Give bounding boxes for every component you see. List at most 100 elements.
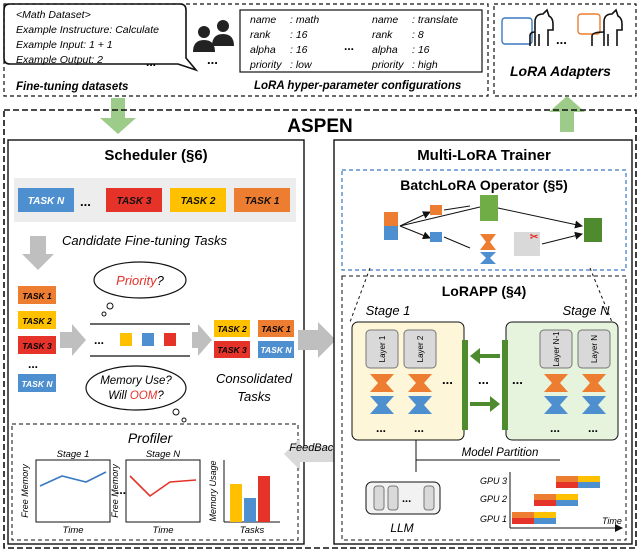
stagen-ellipsis-side: ... <box>512 372 523 387</box>
stage-arrow-left-top <box>470 348 500 364</box>
hp-left-val-2: : 16 <box>290 44 308 56</box>
lorapp-zoom-line-right <box>589 267 613 323</box>
hp-right-key-0: name <box>372 14 398 26</box>
lorapp-box <box>341 275 627 541</box>
memory-oom: OOM <box>130 390 158 402</box>
consolidated-task-n-label: TASK N <box>260 345 292 355</box>
stack-task-3: TASK 3 <box>18 336 56 354</box>
stage-between-ellipsis: ... <box>478 372 489 387</box>
adapter-ellipsis: ... <box>556 32 567 47</box>
stack-task-2-label: TASK 2 <box>22 316 52 326</box>
consolidated-label-2: Tasks <box>237 389 271 404</box>
stack-ellipsis: ... <box>28 357 38 371</box>
stage1-block: Layer 1 Layer 2 ... ... ... <box>351 321 468 441</box>
priority-q: ? <box>157 273 165 288</box>
llm-ellipsis: ... <box>402 493 411 505</box>
hp-left-key-1: rank <box>250 29 271 41</box>
hp-left-val-1: : 16 <box>290 29 308 41</box>
consolidated-label-1: Consolidated <box>216 371 293 386</box>
stack-task-n-label: TASK N <box>21 379 53 389</box>
stagen-layer-n1: Layer N-1 <box>552 331 561 367</box>
adapter-llama-icon-1 <box>501 8 554 46</box>
hp-right-val-2: : 16 <box>412 44 430 56</box>
users-icon <box>193 20 234 52</box>
gpu-time-label: Time <box>602 516 622 526</box>
hp-right-val-1: : 8 <box>412 29 424 41</box>
llm-block: ... LLM <box>365 481 441 535</box>
priority-word: Priority <box>116 273 158 288</box>
queue-item-yellow <box>120 333 132 346</box>
dataset-bubble: <Math Dataset> Example Instructure: Calc… <box>3 3 199 72</box>
hp-right-val-3: : high <box>412 59 438 71</box>
scheduler-to-trainer-arrow <box>298 322 336 358</box>
hyperparam-box: name : math rank : 16 alpha : 16 priorit… <box>239 9 483 73</box>
hp-left-key-0: name <box>250 14 276 26</box>
stack-to-queue-arrow <box>60 324 86 356</box>
dataset-output: Example Output: 2 <box>16 54 103 66</box>
hp-ellipsis: ... <box>344 39 354 53</box>
batchlora-box <box>341 169 627 271</box>
stack-task-1-label: TASK 1 <box>22 291 52 301</box>
gpu-2-label: GPU 2 <box>480 494 507 504</box>
memory-bar-blue <box>244 498 256 522</box>
svg-text:Will OOM?: Will OOM? <box>108 390 164 402</box>
task-bar-n-label: TASK N <box>28 196 65 207</box>
profiler-chart-stagen-xlabel: Time <box>152 525 173 536</box>
lorapp-title: LoRAPP (§4) <box>442 283 527 299</box>
profiler-chart-stage1-line <box>39 471 107 487</box>
llm-label: LLM <box>390 521 413 535</box>
priority-thought-bubble: Priority? <box>93 261 187 317</box>
profiler-chart-stagen: Stage N Free Memory Time <box>110 449 201 536</box>
task-bar-n: TASK N <box>18 188 74 212</box>
task-bar-2-label: TASK 2 <box>181 196 216 207</box>
profiler-title: Profiler <box>128 430 174 446</box>
memory-line-1: Memory Use? <box>100 375 172 387</box>
hp-left-val-0: : math <box>290 14 319 26</box>
memory-bar-yellow <box>230 484 242 522</box>
profiler-chart-stage1-title: Stage 1 <box>57 449 90 460</box>
hyperparam-caption: LoRA hyper-parameter configurations <box>254 80 461 92</box>
task-bar-3-label: TASK 3 <box>117 196 152 207</box>
profiler-ellipsis: ... <box>116 483 126 497</box>
consolidated-task-1-label: TASK 1 <box>261 324 291 334</box>
stack-task-1: TASK 1 <box>18 286 56 304</box>
stage1-ellipsis-side: ... <box>442 372 453 387</box>
consolidated-task-n: TASK N <box>258 341 294 358</box>
stagen-ellipsis-2: ... <box>588 421 598 435</box>
batch-output <box>584 218 602 242</box>
gpu-3-label: GPU 3 <box>480 476 507 486</box>
adapter-llama-icon-2 <box>577 8 623 46</box>
stack-task-n: TASK N <box>18 374 56 392</box>
profiler-chart-stage1-ylabel: Free Memory <box>20 464 30 518</box>
profiler-chart-memory-xlabel: Tasks <box>240 525 265 536</box>
aspen-frame <box>3 109 637 549</box>
aspen-title: ASPEN <box>287 116 352 137</box>
stack-task-3-label: TASK 3 <box>22 341 52 351</box>
profiler-chart-stagen-line <box>129 475 197 498</box>
batch-merge-block <box>514 232 540 256</box>
consolidated-task-2: TASK 2 <box>214 320 250 337</box>
queue-item-red <box>164 333 176 346</box>
profiler-chart-stage1-xlabel: Time <box>62 525 83 536</box>
queue-ellipsis: ... <box>94 333 104 347</box>
consolidated-task-1: TASK 1 <box>258 320 294 337</box>
finetuning-datasets-label: Fine-tuning datasets <box>16 81 128 93</box>
hp-left-key-2: alpha <box>250 44 276 56</box>
stage1-layer-1: Layer 1 <box>378 335 387 362</box>
stagen-layer-n: Layer N <box>590 335 599 363</box>
feedback-arrow <box>284 438 338 470</box>
consolidated-task-2-label: TASK 2 <box>217 324 247 334</box>
gpu-pipeline-chart: GPU 3 GPU 2 GPU 1 Time <box>480 472 623 532</box>
lora-adapters-label: LoRA Adapters <box>510 63 611 79</box>
lora-adapters-box <box>493 3 637 97</box>
hp-left-key-3: priority <box>249 59 282 71</box>
datasets-down-arrow <box>100 98 136 134</box>
feedback-label: FeedBack <box>289 442 339 454</box>
memory-q: ? <box>157 390 164 402</box>
stagen-ellipsis-1: ... <box>550 421 560 435</box>
scheduler-title: Scheduler (§6) <box>104 147 207 164</box>
queue-to-consolidated-arrow <box>192 324 212 356</box>
task-bar-2: TASK 2 <box>170 188 226 212</box>
model-partition-label: Model Partition <box>462 447 539 459</box>
